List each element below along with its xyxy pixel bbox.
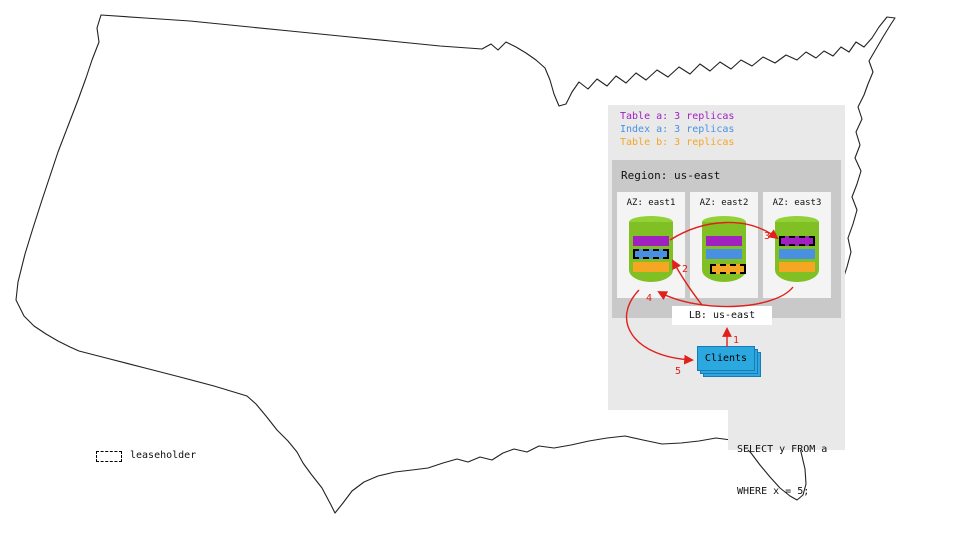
leaseholder-legend-swatch (96, 451, 122, 462)
sql-line-1: SELECT y FROM a (737, 444, 828, 455)
replica-table-a-east2 (706, 236, 742, 246)
clients-box: Clients (697, 346, 755, 371)
replica-table-b-east3 (779, 262, 815, 272)
replica-table-b-east1 (633, 262, 669, 272)
replica-index-a-east2 (706, 249, 742, 259)
leaseholder-table-b-east2 (710, 264, 746, 274)
sql-line-2: WHERE x = 5; (737, 486, 810, 497)
leaseholder-table-a-east3 (779, 236, 815, 246)
region-title: Region: us-east (621, 169, 721, 182)
leaseholder-legend-label: leaseholder (130, 450, 197, 461)
replica-index-a-east3 (779, 249, 815, 259)
load-balancer: LB: us-east (672, 306, 772, 325)
az-label-east2: AZ: east2 (699, 198, 749, 208)
legend-index-a: Index a: 3 replicas (620, 124, 735, 135)
replica-legend: Table a: 3 replicas Index a: 3 replicas … (620, 110, 734, 149)
az-label-east3: AZ: east3 (772, 198, 822, 208)
replica-table-a-east1 (633, 236, 669, 246)
legend-table-b: Table b: 3 replicas (620, 137, 735, 148)
leaseholder-index-a-east1 (633, 249, 669, 259)
az-label-east1: AZ: east1 (626, 198, 676, 208)
legend-table-a: Table a: 3 replicas (620, 111, 735, 122)
sql-query-box: SELECT y FROM a WHERE x = 5; (728, 408, 845, 497)
